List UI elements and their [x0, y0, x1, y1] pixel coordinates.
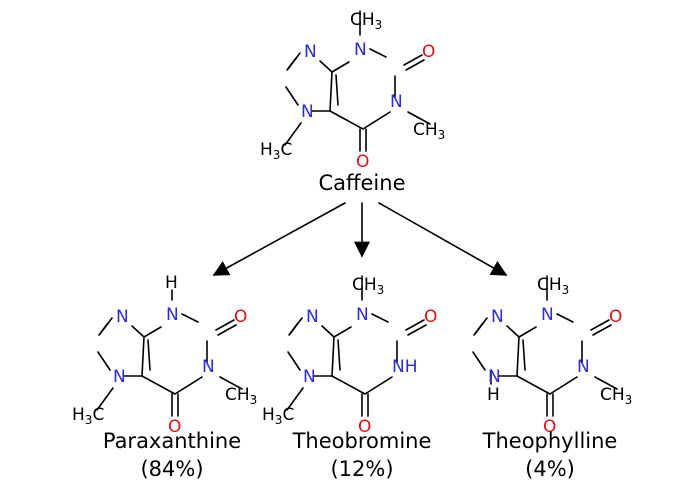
oxygen-atom-o6: O — [356, 152, 369, 172]
oxygen-atom-o2: O — [234, 307, 247, 327]
nitrogen-atom-n3: N — [541, 305, 554, 325]
paraxanthine-structure: H N O N CH3 O N N H3C — [72, 273, 257, 437]
nitrogen-atom-n3: N — [166, 305, 179, 325]
nitrogen-atom-n9: N — [306, 307, 319, 327]
nitrogen-atom-n9: N — [491, 307, 504, 327]
oxygen-atom-o2: O — [424, 307, 437, 327]
arrow-to-paraxanthine — [212, 202, 346, 276]
nitrogen-atom-n7: N — [301, 102, 314, 122]
oxygen-atom-o2: O — [609, 307, 622, 327]
nitrogen-atom-n9: N — [116, 307, 129, 327]
theobromine-structure: CH3 N O NH O N N H3C — [262, 275, 437, 437]
nitrogen-atom-n3: N — [354, 40, 367, 60]
theophylline-percentage: (4%) — [525, 457, 575, 481]
nh-group-n1: NH — [392, 357, 418, 377]
theobromine-label: Theobromine — [292, 429, 432, 453]
oxygen-atom-o2: O — [422, 42, 435, 62]
methyl-label: H3C — [72, 405, 104, 427]
nitrogen-atom-n1: N — [202, 357, 215, 377]
paraxanthine-percentage: (84%) — [140, 457, 203, 481]
hydrogen-atom: H — [487, 385, 500, 405]
methyl-label: CH3 — [537, 275, 569, 297]
nitrogen-atom-n7: N — [488, 367, 501, 387]
nitrogen-atom-n9: N — [304, 42, 317, 62]
nitrogen-atom-n1: N — [390, 92, 403, 112]
methyl-label: H3C — [262, 405, 294, 427]
theophylline-label: Theophylline — [482, 429, 618, 453]
methyl-label: CH3 — [352, 275, 384, 297]
nitrogen-atom-n1: N — [577, 357, 590, 377]
oxygen-atom-o6: O — [168, 417, 181, 437]
theophylline-structure: CH3 N O N CH3 O N N H — [472, 275, 632, 437]
methyl-label: CH3 — [413, 120, 445, 142]
caffeine-structure: CH3 N O N CH3 O N N H3C — [260, 10, 445, 172]
oxygen-atom-o6: O — [358, 417, 371, 437]
methyl-label: CH3 — [225, 385, 257, 407]
nitrogen-atom-n3: N — [356, 305, 369, 325]
hydrogen-atom: H — [165, 273, 178, 293]
arrow-to-theophylline — [378, 202, 508, 276]
nitrogen-atom-n7: N — [303, 367, 316, 387]
caffeine-label: Caffeine — [319, 171, 406, 195]
nitrogen-atom-n7: N — [113, 367, 126, 387]
methyl-label: CH3 — [350, 10, 382, 32]
theobromine-percentage: (12%) — [330, 457, 393, 481]
methyl-label: H3C — [260, 140, 292, 162]
methyl-label: CH3 — [600, 385, 632, 407]
oxygen-atom-o6: O — [543, 417, 556, 437]
paraxanthine-label: Paraxanthine — [103, 429, 241, 453]
